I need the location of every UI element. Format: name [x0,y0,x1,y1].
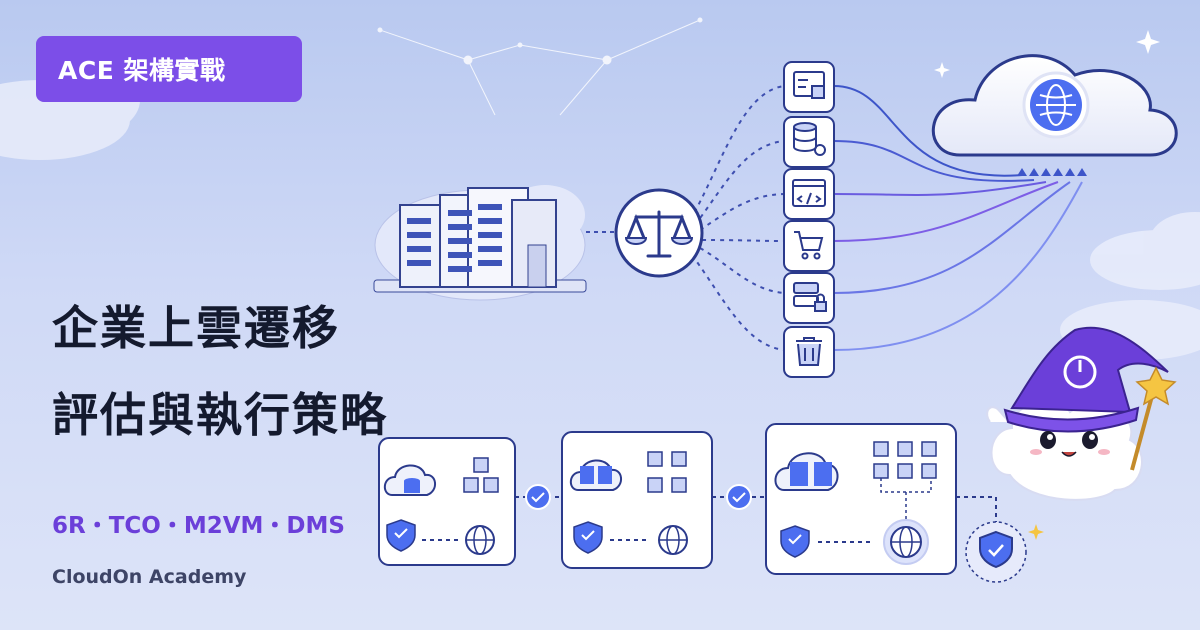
shield-check-icon [965,521,1044,583]
topic-tags: 6R・TCO・M2VM・DMS [52,513,345,539]
cloud-flow-lines [833,85,1083,351]
code-icon [783,168,835,220]
wizard-cloud-mascot [986,326,1177,501]
cloud-icon [931,54,1178,157]
migration-stages [378,423,1044,583]
flow-arrowheads [1017,168,1087,176]
constellation-decoration [377,17,703,116]
migration-stage-3 [765,423,957,575]
balance-scale-icon [614,188,704,278]
course-badge: ACE 架構實戰 [36,36,302,102]
brand-name: CloudOn Academy [52,566,247,588]
page-title-line-1: 企業上雲遷移 [52,301,340,355]
fanout-links [689,85,785,351]
migration-stage-1 [378,437,516,566]
trash-icon [783,326,835,378]
page-title-line-2: 評估與執行策略 [52,388,388,442]
datacenter-icon [373,185,587,301]
database-settings-icon [783,116,835,168]
shopping-cart-icon [783,220,835,272]
server-lock-icon [783,272,835,324]
migration-stage-2 [561,431,713,569]
workload-icons [783,61,835,378]
app-config-icon [783,61,835,113]
sparkle-icons [934,30,1160,78]
